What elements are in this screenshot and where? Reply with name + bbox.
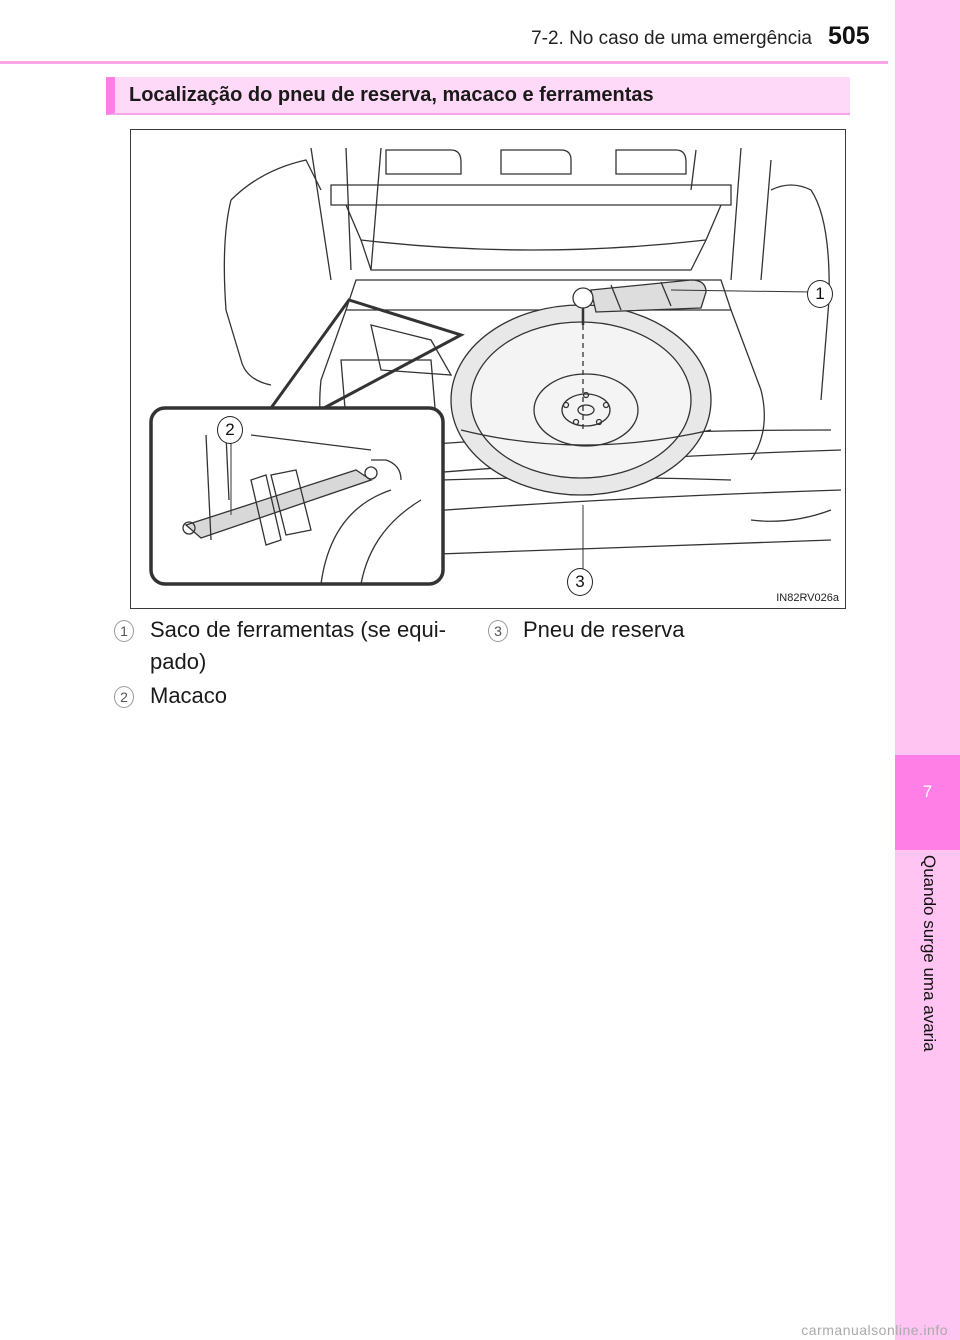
legend-text-1-line1: Saco de ferramentas (se equi-	[150, 617, 446, 642]
header-divider	[0, 61, 888, 64]
side-chapter-strip	[895, 0, 960, 1340]
legend-number-2: 2	[114, 686, 134, 708]
legend-item-3: Pneu de reserva	[523, 614, 843, 646]
chapter-title: Quando surge uma avaria	[920, 855, 939, 1052]
legend-item-2: Macaco	[150, 680, 470, 712]
running-header: 7-2. No caso de uma emergência	[531, 28, 812, 49]
callout-3: 3	[567, 568, 593, 596]
legend-text-3: Pneu de reserva	[523, 617, 685, 642]
legend-text-2: Macaco	[150, 683, 228, 708]
trunk-drawing	[149, 147, 842, 586]
callout-1: 1	[807, 280, 833, 308]
legend-text-1-line2: pado)	[150, 649, 207, 674]
watermark: carmanualsonline.info	[801, 1322, 948, 1338]
trunk-illustration: 1 2 3 IN82RV026a	[130, 129, 846, 609]
legend-number-1: 1	[114, 620, 134, 642]
chapter-tab[interactable]	[895, 755, 960, 850]
section-banner: Localização do pneu de reserva, macaco e…	[106, 77, 850, 115]
chapter-number: 7	[922, 782, 933, 801]
chapter-title-vertical: Quando surge uma avaria	[905, 855, 950, 1100]
legend-number-3: 3	[488, 620, 508, 642]
callout-2: 2	[217, 416, 243, 444]
section-title: Localização do pneu de reserva, macaco e…	[129, 84, 654, 106]
legend-item-1: Saco de ferramentas (se equi- pado)	[150, 614, 470, 678]
figure-code: IN82RV026a	[776, 592, 839, 604]
page-number: 505	[828, 22, 870, 50]
